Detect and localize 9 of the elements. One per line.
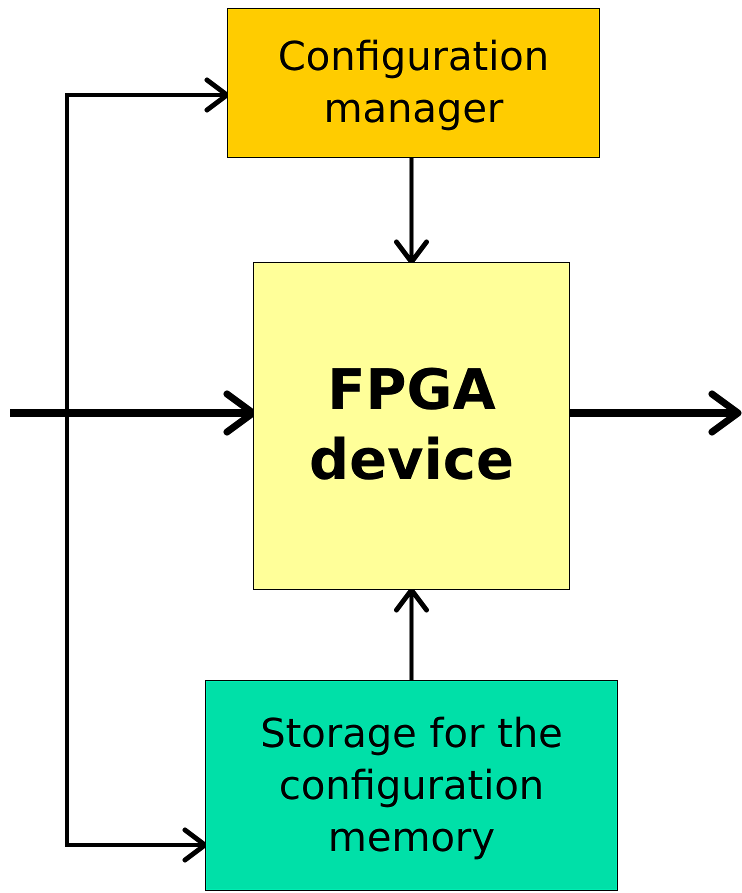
- storage-box: [205, 680, 618, 891]
- arrow: [570, 390, 742, 436]
- arrow: [394, 588, 429, 680]
- box-label: Configuration manager: [276, 33, 550, 134]
- device-box: [253, 262, 570, 590]
- box-label: Storage for the configuration memory: [259, 710, 564, 862]
- box-label: FPGA device: [308, 357, 515, 495]
- process-box: [227, 8, 600, 158]
- arrow: [394, 158, 429, 264]
